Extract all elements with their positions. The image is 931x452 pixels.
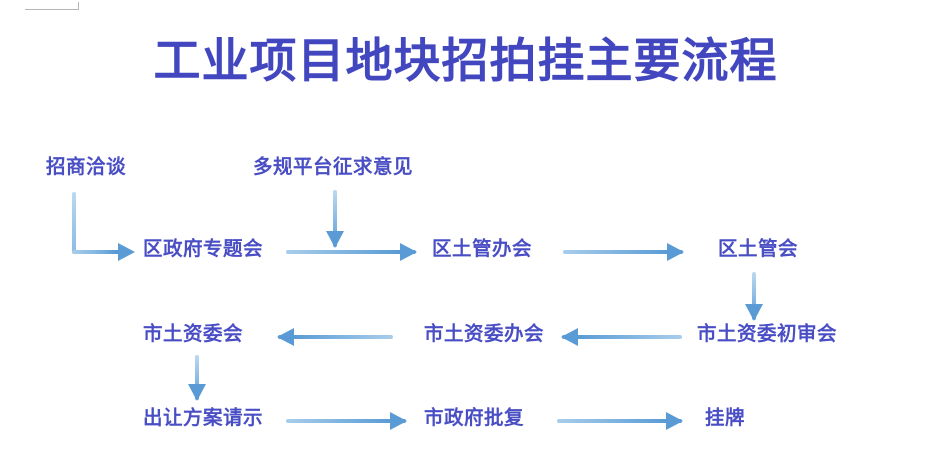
- connector-right-churang-to-shizhengfu: [286, 412, 407, 430]
- arrowhead-down-icon: [188, 384, 206, 401]
- corner-crop-mark: [25, 2, 79, 10]
- connector-down-duogui-to-quzhengfu: [326, 190, 344, 248]
- flow-node-guapai[interactable]: 挂牌: [705, 407, 746, 429]
- connector-right-quzhengfu-to-qutuguanban: [286, 243, 417, 261]
- connector-shaft: [557, 419, 682, 423]
- flow-node-shituziwei-banhui[interactable]: 市土资委办会: [424, 323, 545, 345]
- arrowhead-left-icon: [277, 328, 294, 346]
- connector-down-shituziwei-to-churang: [188, 355, 206, 401]
- connector-segment-horizontal: [72, 250, 120, 254]
- connector-shaft: [562, 335, 682, 339]
- flow-node-shituziweihui[interactable]: 市土资委会: [143, 323, 244, 345]
- connector-left-chushen-to-banhui: [561, 328, 682, 346]
- page-title: 工业项目地块招拍挂主要流程: [153, 34, 778, 87]
- connector-right-qutuguanban-to-qutuguan: [563, 243, 684, 261]
- flow-node-shituziwei-chushenhui[interactable]: 市土资委初审会: [697, 323, 838, 345]
- connector-shaft: [286, 419, 406, 423]
- connector-left-banhui-to-shituziwei: [277, 328, 393, 346]
- connector-shaft: [752, 272, 756, 320]
- flow-node-duoguipingtai[interactable]: 多规平台征求意见: [253, 156, 414, 178]
- flow-node-qutuguanhui[interactable]: 区土管会: [718, 238, 799, 260]
- connector-segment-vertical: [72, 192, 76, 254]
- flow-node-qutuguan-banhui[interactable]: 区土管办会: [432, 238, 533, 260]
- arrowhead-down-icon: [745, 304, 763, 321]
- arrowhead-down-icon: [326, 231, 344, 248]
- arrowhead-right-icon: [400, 243, 417, 261]
- connector-down-qutuguan-to-chushen: [745, 272, 763, 321]
- connector-elbow-zhaoshang-to-quzhengfu: [72, 192, 138, 261]
- connector-shaft: [286, 250, 416, 254]
- connector-shaft: [333, 190, 337, 247]
- connector-shaft: [278, 335, 393, 339]
- flow-node-churangfangan-qingshi[interactable]: 出让方案请示: [143, 407, 264, 429]
- connector-shaft: [195, 355, 199, 400]
- connector-right-shizhengfu-to-guapai: [557, 412, 683, 430]
- flow-node-shizhengfu-pifu[interactable]: 市政府批复: [424, 407, 525, 429]
- connector-shaft: [563, 250, 683, 254]
- arrowhead-right-icon: [118, 243, 135, 261]
- arrowhead-right-icon: [666, 412, 683, 430]
- flow-node-quzhengfu-zhuantihui[interactable]: 区政府专题会: [143, 238, 264, 260]
- flow-node-zhaoshangqiatan[interactable]: 招商洽谈: [46, 156, 127, 178]
- arrowhead-right-icon: [390, 412, 407, 430]
- arrowhead-right-icon: [667, 243, 684, 261]
- arrowhead-left-icon: [561, 328, 578, 346]
